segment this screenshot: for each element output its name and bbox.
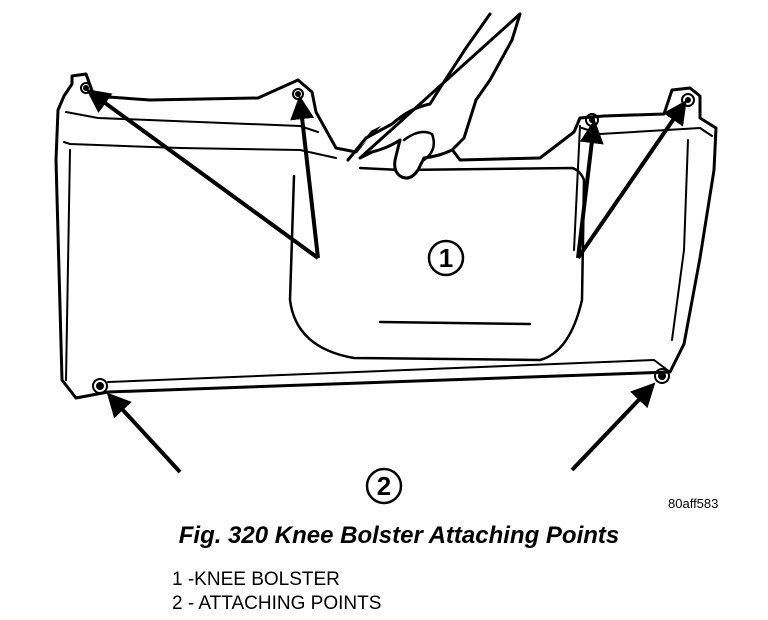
bolster-inner-rim [63,141,337,381]
callout-1: 1 [427,239,465,277]
hand-thumb [402,130,435,162]
callout-2: 2 [365,467,403,505]
legend-item-attaching-points: 2 - ATTACHING POINTS [172,593,382,614]
arrow-top-left-2 [290,95,320,259]
legend: 1 -KNEE BOLSTER 2 - ATTACHING POINTS [172,568,381,616]
hand [346,12,522,180]
bolt-holes [80,82,695,394]
bolster-right-contour [573,125,689,341]
arrow-bottom-right [570,382,656,472]
arrow-top-left-1 [86,89,320,260]
legend-item-knee-bolster: 1 -KNEE BOLSTER [172,569,340,590]
bolster-recess-line [378,320,532,326]
knee-bolster-illustration: 1 2 [54,12,718,505]
bolster-lower-edge [107,359,671,383]
callout-2-label: 2 [377,471,391,501]
arrow-top-right-2 [576,100,687,260]
figure-caption: Fig. 320 Knee Bolster Attaching Points [178,522,620,549]
arrow-bottom-left [106,392,182,474]
figure-id: 80aff583 [668,496,719,511]
arrow-top-right-1 [576,119,604,259]
callout-1-label: 1 [439,243,453,273]
